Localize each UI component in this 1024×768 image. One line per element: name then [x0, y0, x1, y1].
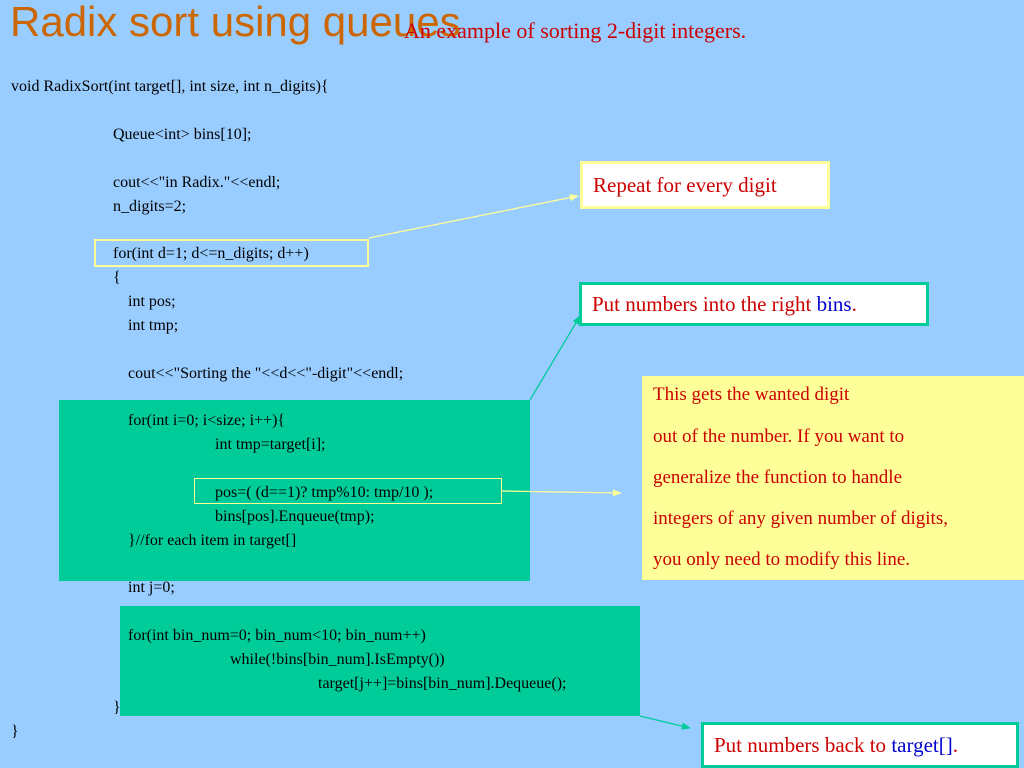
callout-put-back-suffix: .	[952, 732, 958, 757]
code-line-for-bin: for(int bin_num=0; bin_num<10; bin_num++…	[128, 627, 426, 644]
code-line-for-d: for(int d=1; d<=n_digits; d++)	[113, 245, 309, 262]
callout-put-back: Put numbers back to target[].	[701, 722, 1019, 768]
callout-put-into-suffix: .	[851, 291, 857, 316]
arrow-explain	[501, 489, 622, 497]
code-line-close-for-d: }	[113, 699, 121, 716]
code-line-close-function: }	[11, 723, 19, 740]
callout-put-into-prefix: Put numbers into the right	[592, 291, 817, 316]
code-line-cout-radix: cout<<"in Radix."<<endl;	[113, 174, 281, 191]
slide-subtitle: An example of sorting 2-digit integers.	[404, 18, 747, 43]
callout-repeat-text: Repeat for every digit	[593, 172, 777, 197]
code-line-close-for-i: }//for each item in target[]	[128, 532, 297, 549]
code-line-pos-assign: pos=( (d==1)? tmp%10: tmp/10 );	[215, 484, 434, 501]
code-line-cout-sorting: cout<<"Sorting the "<<d<<"-digit"<<endl;	[128, 365, 404, 382]
code-line-int-tmp: int tmp;	[128, 317, 179, 334]
callout-put-back-prefix: Put numbers back to	[714, 732, 892, 757]
code-line-queue: Queue<int> bins[10];	[113, 126, 252, 143]
explanation-box: This gets the wanted digit out of the nu…	[642, 376, 1024, 580]
callout-put-into-highlight: bins	[816, 291, 852, 316]
code-line-tmp-assign: int tmp=target[i];	[215, 436, 326, 453]
for-d-outline	[94, 239, 369, 267]
slide-title: Radix sort using queues	[10, 0, 461, 45]
code-line-int-j: int j=0;	[128, 579, 175, 596]
arrow-repeat	[368, 194, 579, 239]
arrow-bins	[529, 315, 581, 401]
pos-line-outline	[194, 478, 502, 504]
explanation-line-4: integers of any given number of digits,	[653, 508, 948, 529]
callout-put-back-highlight: target[]	[891, 732, 953, 757]
code-line-int-pos: int pos;	[128, 293, 176, 310]
code-line-open-brace: {	[113, 269, 121, 286]
collection-loop-highlight	[120, 606, 640, 716]
code-line-dequeue: target[j++]=bins[bin_num].Dequeue();	[318, 675, 567, 692]
code-line-enqueue: bins[pos].Enqueue(tmp);	[215, 508, 375, 525]
code-line-ndigits: n_digits=2;	[113, 198, 187, 215]
explanation-line-1: This gets the wanted digit	[653, 384, 850, 405]
arrow-target	[639, 715, 691, 730]
code-line-signature: void RadixSort(int target[], int size, i…	[11, 78, 329, 95]
explanation-line-5: you only need to modify this line.	[653, 549, 911, 570]
distribution-loop-highlight	[59, 400, 530, 581]
explanation-line-3: generalize the function to handle	[653, 467, 903, 488]
callout-repeat: Repeat for every digit	[580, 161, 830, 209]
code-line-while: while(!bins[bin_num].IsEmpty())	[230, 651, 445, 668]
callout-put-into-bins: Put numbers into the right bins.	[579, 282, 929, 326]
code-line-for-i: for(int i=0; i<size; i++){	[128, 412, 286, 429]
explanation-line-2: out of the number. If you want to	[653, 426, 905, 447]
